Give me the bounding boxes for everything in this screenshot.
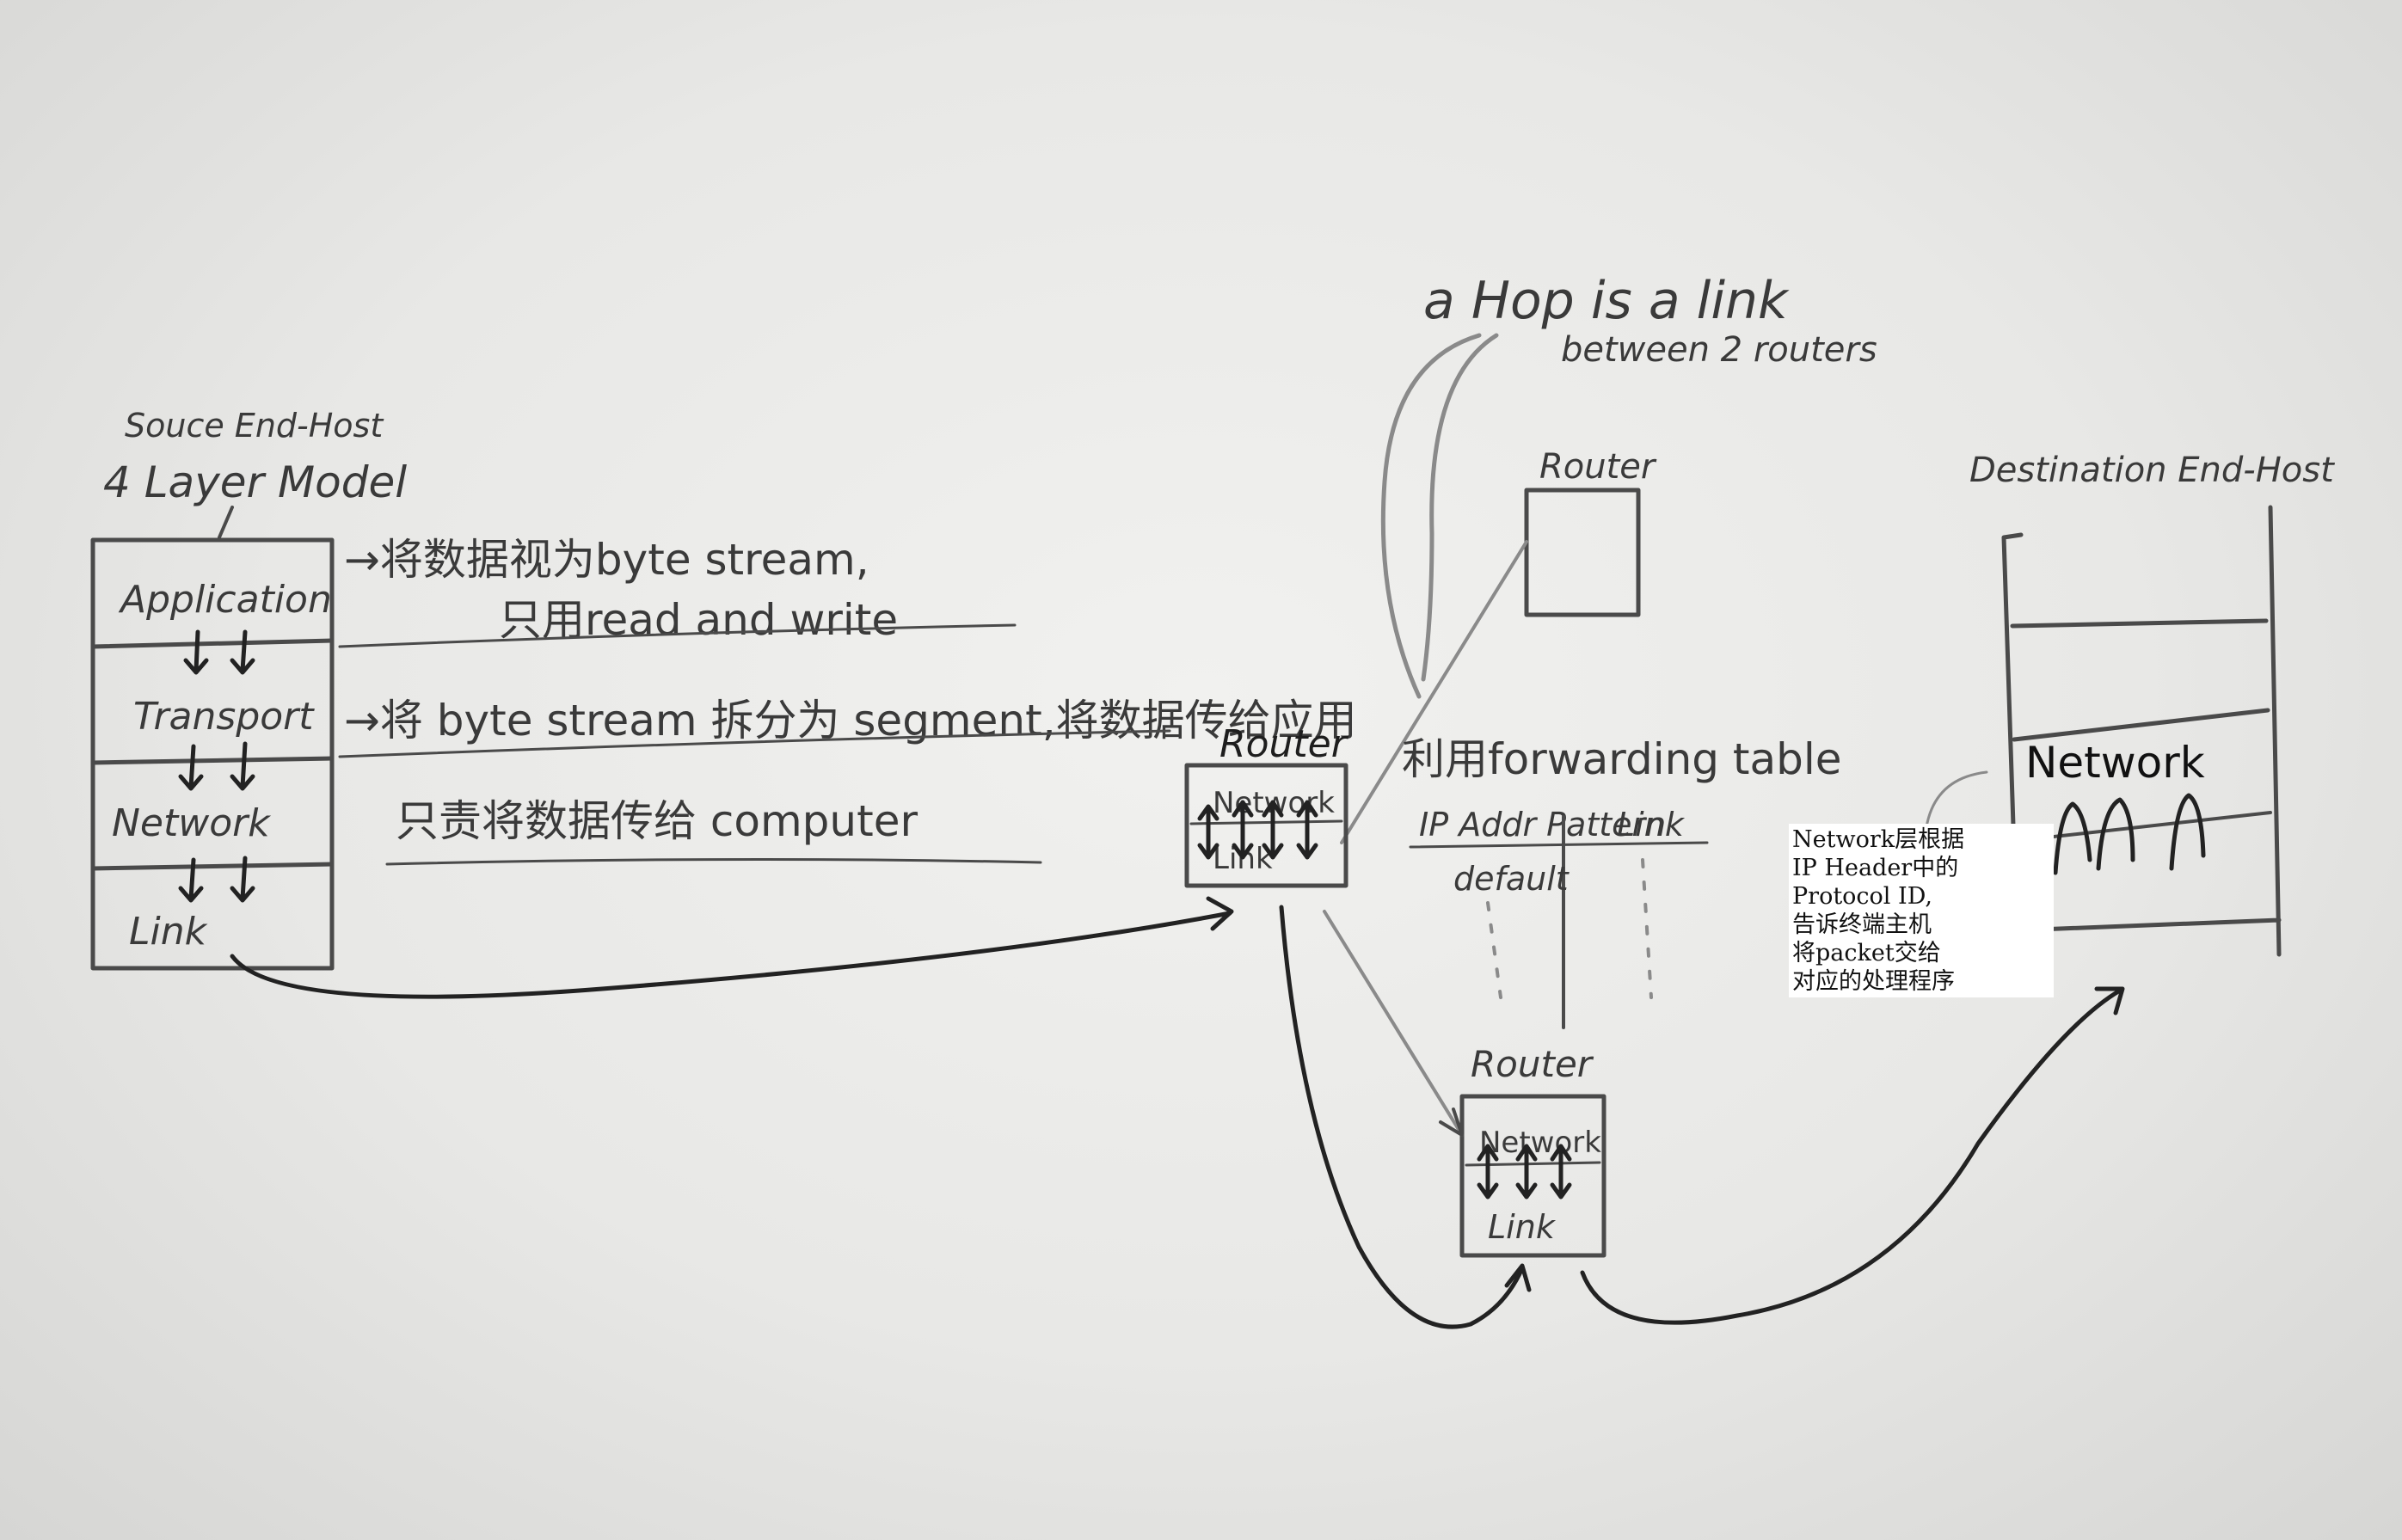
destination-network-label: Network bbox=[2025, 738, 2205, 788]
source-subtitle: 4 Layer Model bbox=[103, 457, 407, 507]
layer-application: Application bbox=[118, 578, 332, 622]
stack-divider bbox=[90, 756, 335, 765]
subtitle-pointer bbox=[218, 506, 234, 539]
router-middle-box bbox=[1184, 763, 1348, 888]
stack-divider bbox=[90, 638, 335, 649]
source-stack-frame bbox=[90, 537, 335, 971]
hop-link-line bbox=[1340, 540, 1528, 844]
source-layer-stack: Application Transport Network Link bbox=[90, 537, 335, 971]
stack-divider bbox=[90, 862, 335, 871]
layer-network: Network bbox=[112, 801, 271, 845]
hop-note-line1: a Hop is a link bbox=[1423, 271, 1790, 331]
flow-arrow-source-to-router bbox=[230, 911, 1232, 999]
underline bbox=[385, 857, 1042, 866]
note-pointer bbox=[1925, 770, 1988, 829]
down-arrows-icon bbox=[178, 629, 255, 903]
destination-title: Destination End-Host bbox=[1969, 451, 2335, 490]
underline bbox=[338, 729, 1171, 758]
router-top-label: Router bbox=[1539, 447, 1657, 487]
hop-pointer-curve bbox=[1380, 333, 1482, 699]
annotation-application: →将数据视为byte stream, bbox=[344, 535, 869, 585]
layer-transport: Transport bbox=[133, 695, 315, 739]
destination-layer-stack bbox=[2001, 505, 2282, 957]
forwarding-header-line bbox=[1409, 841, 1709, 849]
updown-arrows-icon bbox=[1477, 1144, 1572, 1199]
hop-pointer-curve bbox=[1421, 333, 1499, 682]
layer-link: Link bbox=[129, 910, 208, 954]
forwarding-title: 利用forwarding table bbox=[1402, 734, 1842, 784]
hop-link-line bbox=[1323, 910, 1464, 1137]
router-middle-divider bbox=[1189, 819, 1343, 825]
destination-stack-frame bbox=[2001, 505, 2282, 957]
forwarding-col-link: Link bbox=[1617, 806, 1686, 844]
stack-divider bbox=[2012, 708, 2270, 742]
arrowhead-icon bbox=[2094, 986, 2125, 1015]
updown-arrows-icon bbox=[1197, 800, 1318, 860]
router-bottom-network: Network bbox=[1479, 1126, 1601, 1160]
forwarding-col-ip: IP Addr Pattern bbox=[1419, 806, 1666, 844]
router-bottom-box bbox=[1459, 1094, 1606, 1258]
flow-arrow-router-to-router bbox=[1279, 905, 1525, 1329]
annotation-transport: →将 byte stream 拆分为 segment,将数据传给应用 bbox=[344, 696, 1357, 745]
up-arrows-icon bbox=[2053, 793, 2206, 875]
forwarding-dots bbox=[1486, 901, 1502, 999]
underline bbox=[338, 623, 1017, 648]
arrowhead-icon bbox=[1504, 1263, 1532, 1292]
router-top-box bbox=[1524, 488, 1641, 617]
arrowhead-icon bbox=[1206, 896, 1234, 931]
stack-divider bbox=[2010, 618, 2269, 629]
forwarding-dots bbox=[1641, 858, 1653, 999]
router-middle-label: Router bbox=[1219, 722, 1349, 766]
annotation-application-2: 只用read and write bbox=[499, 595, 898, 645]
hop-link-arrowhead bbox=[1439, 1107, 1464, 1137]
source-title: Souce End-Host bbox=[125, 407, 384, 445]
router-bottom-link: Link bbox=[1488, 1208, 1557, 1246]
hop-note-line2: between 2 routers bbox=[1561, 330, 1877, 370]
flow-arrow-router-to-destination bbox=[1580, 988, 2122, 1325]
forwarding-row-default: default bbox=[1453, 860, 1570, 898]
router-bottom-label: Router bbox=[1471, 1043, 1594, 1085]
annotation-network: 只责将数据传给 computer bbox=[396, 796, 918, 846]
printed-note: Network层根据 IP Header中的 Protocol ID, 告诉终端… bbox=[1789, 824, 2054, 997]
